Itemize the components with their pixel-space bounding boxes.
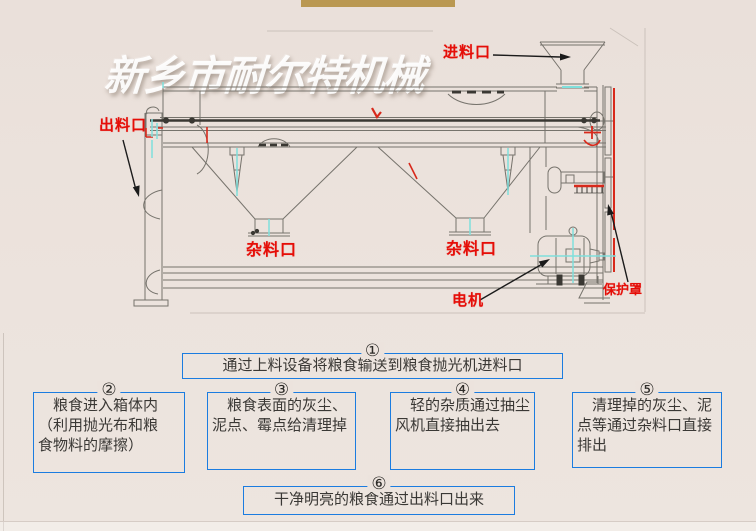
annotation-arrows [122,53,629,301]
step-number-3: ③ [269,381,294,398]
top-gold-bar [301,0,455,7]
step-text-2: 粮食进入箱体内 （利用抛光布和粮 食物料的摩擦） [38,397,159,454]
step-box-3: ③ 粮食表面的灰尘、 泥点、霉点给清理掉 [207,381,356,470]
red-accent-marks [145,88,615,272]
motor-arrow-icon [479,259,550,301]
guard-arrow-icon [607,204,629,283]
outlet-arrow-icon [122,139,140,197]
part-label-outlet: 出料口 [99,117,148,134]
machine-line-drawing [122,27,646,314]
part-label-belt-guard: 保护罩 [603,282,643,297]
step-text-6: 干净明亮的粮食通过出料口出来 [273,491,484,508]
step-box-5: ⑤ 清理掉的灰尘、泥 点等通过杂料口直接 排出 [572,381,722,468]
step-number-2: ② [97,381,121,398]
step-box-2: ② 粮食进入箱体内 （利用抛光布和粮 食物料的摩擦） [33,381,185,473]
inlet-arrow-icon [492,53,571,61]
step-text-1: 通过上料设备将粮食输送到粮食抛光机进料口 [222,357,523,374]
part-label-waste-port-right: 杂料口 [446,241,498,258]
photo-left-edge-line [3,333,4,531]
step-text-4: 轻的杂质通过抽尘 风机直接抽出去 [395,397,531,434]
step-number-1: ① [360,342,385,359]
sheet-edge-lines [190,27,646,314]
step-box-4: ④ 轻的杂质通过抽尘 风机直接抽出去 [390,381,535,470]
cyan-centerlines [151,82,616,283]
step-number-5: ⑤ [635,381,659,398]
part-label-inlet: 进料口 [443,44,492,61]
part-label-motor: 电机 [452,292,485,309]
photo-bottom-edge-strip [0,521,756,531]
part-label-waste-port-left: 杂料口 [246,242,298,259]
step-text-3: 粮食表面的灰尘、 泥点、霉点给清理掉 [212,397,348,434]
step-number-4: ④ [450,381,475,398]
step-text-5: 清理掉的灰尘、泥 点等通过杂料口直接 排出 [577,397,713,454]
step-number-6: ⑥ [367,475,391,492]
step-box-6: ⑥ 干净明亮的粮食通过出料口出来 [243,475,515,515]
step-box-1: ① 通过上料设备将粮食输送到粮食抛光机进料口 [182,342,563,379]
shaft-and-bolts [150,90,603,286]
